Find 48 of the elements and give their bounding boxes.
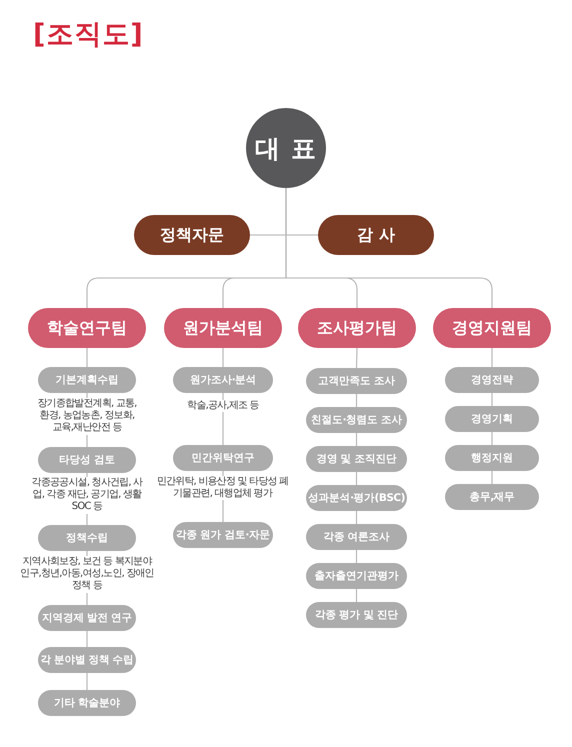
task-pill: 고객만족도 조사 bbox=[306, 368, 407, 394]
task-pill: 정책수립 bbox=[38, 525, 136, 551]
task-pill: 각종 평가 및 진단 bbox=[306, 602, 407, 628]
connector-line bbox=[491, 471, 493, 484]
advisory-pill: 정책자문 bbox=[134, 215, 250, 255]
connector-line bbox=[491, 348, 493, 367]
task-pill: 행정지원 bbox=[445, 445, 539, 471]
connector-line bbox=[491, 432, 493, 445]
team-pill: 학술연구팀 bbox=[28, 308, 146, 348]
task-pill: 각종 여론조사 bbox=[306, 524, 407, 550]
head-circle: 대 표 bbox=[246, 108, 326, 188]
connector-line bbox=[356, 511, 358, 524]
task-pill: 경영기획 bbox=[445, 406, 539, 432]
connector-line bbox=[356, 472, 358, 485]
connector-line bbox=[86, 348, 88, 367]
connector-line bbox=[86, 673, 88, 690]
connector-line bbox=[356, 348, 358, 368]
description-text: 민간위탁, 비용산정 및 타당성 폐기물관련, 대행업체 평가 bbox=[156, 476, 289, 500]
connector-line bbox=[285, 188, 493, 308]
task-pill: 원가조사·분석 bbox=[173, 367, 273, 393]
connector-line bbox=[356, 394, 358, 407]
connector-line bbox=[356, 589, 358, 602]
description-text: 각종공공시설, 청사건립, 사업, 각종 재단, 공기업, 생활 SOC 등 bbox=[30, 477, 144, 514]
task-pill: 기타 학술분야 bbox=[38, 690, 136, 716]
description-text: 지역사회보장, 보건 등 복지분야 인구,청년,아동,여성,노인, 장애인정책 등 bbox=[20, 556, 154, 593]
task-pill: 성과분석·평가(BSC) bbox=[306, 485, 407, 511]
task-pill: 출자출연기관평가 bbox=[306, 563, 407, 589]
task-pill: 지역경제 발전 연구 bbox=[38, 605, 136, 631]
task-pill: 경영전략 bbox=[445, 367, 539, 393]
task-pill: 민간위탁연구 bbox=[173, 445, 273, 471]
connector-line bbox=[86, 631, 88, 647]
task-pill: 친절도·청렴도 조사 bbox=[306, 407, 407, 433]
team-pill: 원가분석팀 bbox=[164, 308, 282, 348]
team-pill: 조사평가팀 bbox=[298, 308, 416, 348]
team-pill: 경영지원팀 bbox=[433, 308, 551, 348]
task-pill: 각 분야별 정책 수립 bbox=[38, 647, 136, 673]
connector-line bbox=[222, 348, 224, 367]
task-pill: 각종 원가 검토·자문 bbox=[173, 522, 273, 548]
connector-line bbox=[491, 393, 493, 406]
task-pill: 기본계획수립 bbox=[38, 367, 136, 393]
task-pill: 경영 및 조직진단 bbox=[306, 446, 407, 472]
advisory-pill: 감 사 bbox=[318, 215, 434, 255]
connector-line bbox=[356, 550, 358, 563]
connector-line bbox=[356, 433, 358, 446]
task-pill: 타당성 검토 bbox=[38, 447, 136, 473]
page-title: [조직도] bbox=[33, 18, 144, 52]
task-pill: 총무,재무 bbox=[445, 484, 539, 510]
description-text: 장기종합발전계획, 교통, 환경, 농업농촌, 정보화, 교육,재난안전 등 bbox=[35, 398, 139, 435]
